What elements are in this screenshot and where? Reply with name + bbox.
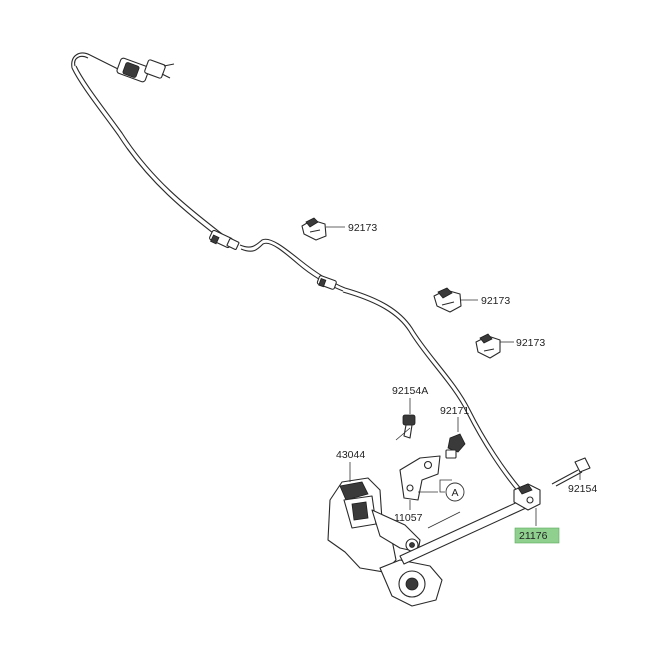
part-label-clip-3: 92173 <box>516 337 545 349</box>
hose-clip-3 <box>475 333 501 359</box>
part-label-bracket: 11057 <box>394 512 423 524</box>
axle <box>399 499 527 565</box>
callout-lines <box>326 226 581 529</box>
highlight-box <box>514 527 560 544</box>
caliper-43044 <box>327 477 443 607</box>
sensor-hose <box>71 52 523 494</box>
reference-marker-a: A <box>445 482 465 502</box>
bracket-11057 <box>399 455 441 501</box>
bolt-92171 <box>445 433 466 459</box>
sensor-21176 <box>513 483 541 511</box>
part-label-caliper: 43044 <box>336 449 365 461</box>
part-label-clip-1: 92173 <box>348 222 377 234</box>
part-label-sensor: 21176 <box>519 530 548 542</box>
hose-clip-2 <box>433 287 462 313</box>
hose-fitting <box>209 229 337 290</box>
connector <box>116 57 175 83</box>
part-label-clip-2: 92173 <box>481 295 510 307</box>
hose-clip-1 <box>301 217 327 241</box>
part-label-bolt-c: 92154 <box>568 483 597 495</box>
bolt-92154 <box>551 457 591 487</box>
reference-label-a: A <box>451 487 458 499</box>
bolt-92154a <box>402 414 416 439</box>
part-label-bolt-b: 92171 <box>440 405 469 417</box>
part-label-bolt-a: 92154A <box>392 385 428 397</box>
